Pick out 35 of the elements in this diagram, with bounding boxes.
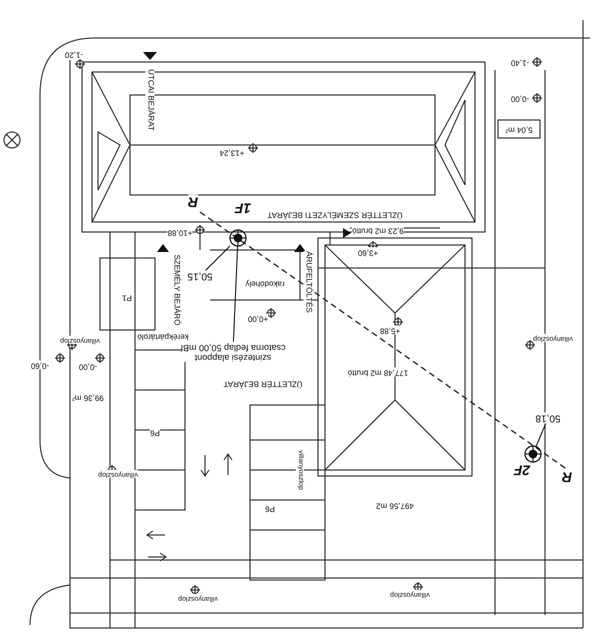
- entrance-label: SZEMÉLY BEJÁRÓ: [172, 254, 180, 326]
- level-label: -1,20: [64, 50, 84, 58]
- benchmark-symbol: [524, 445, 542, 463]
- level-label: +3,60: [358, 248, 378, 256]
- parking-label: P6: [150, 428, 160, 436]
- level-label: +13,24: [220, 148, 244, 156]
- level-label: +0,00: [248, 314, 268, 322]
- level-label: +5,88: [380, 326, 400, 334]
- level-label: -0,60: [30, 360, 50, 370]
- parking-label: P6: [265, 504, 275, 512]
- benchmark-symbol: [229, 229, 247, 247]
- area-label: 9,23 m2 bruttó: [352, 226, 404, 234]
- area-label: kerékpártároló: [137, 332, 189, 340]
- area-label: 177,48 m2 bruttó: [348, 368, 408, 376]
- entrance-label: ÁRUFELTÖLTÉS: [304, 251, 312, 313]
- level-label: 50,18: [535, 412, 561, 424]
- leader-line: [232, 246, 238, 343]
- leader-line: [205, 246, 230, 271]
- note-text: csatorna fedlap 50,00 mBf: [180, 342, 286, 352]
- parking-label: P1: [122, 292, 132, 302]
- area-label: 99,36 m²: [72, 392, 104, 402]
- level-label: -1,40: [510, 58, 530, 66]
- entrance-label: UTCAI BEJÁRAT: [146, 69, 154, 131]
- area-label: 5,04 m²: [505, 124, 533, 134]
- entrance-label: ÜZLETTÉR SZEMÉLYZETI BEJÁRAT: [267, 210, 403, 218]
- area-label: 497,56 m2: [376, 500, 414, 510]
- leader-line: [536, 423, 546, 446]
- level-label: -0,00: [510, 94, 530, 102]
- area-label: rakodóhely: [245, 278, 285, 288]
- level-label: +10,88: [168, 228, 192, 236]
- level-label: -0,00: [78, 362, 98, 370]
- entrance-label: ÜZLETTÉR BEJÁRAT: [224, 378, 302, 388]
- section-label: R: [188, 194, 198, 210]
- note-text: szintezési alappont: [194, 352, 272, 362]
- level-label: 50,15: [187, 270, 213, 282]
